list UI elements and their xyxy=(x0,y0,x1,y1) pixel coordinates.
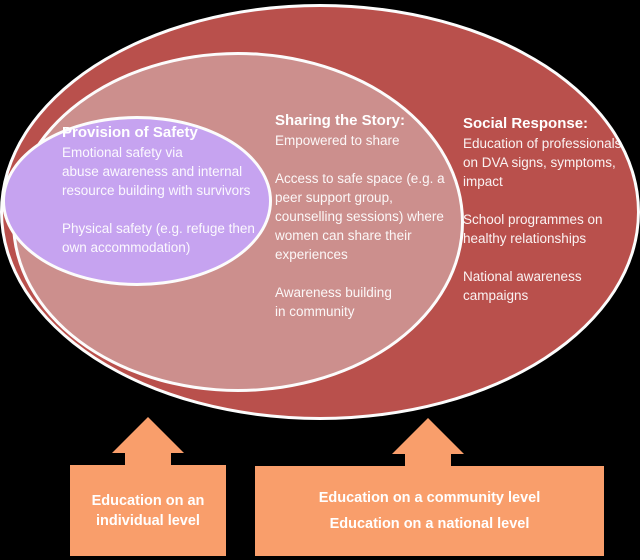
up-arrow-shaft xyxy=(125,451,171,466)
text-line: peer support group, xyxy=(275,190,393,205)
text-line: Awareness building xyxy=(275,285,392,300)
up-arrow-icon xyxy=(392,418,464,454)
provision-of-safety-title: Provision of Safety xyxy=(62,124,198,141)
education-community-national-level-box: Education on a community level Education… xyxy=(255,466,604,556)
text-line: counselling sessions) where xyxy=(275,209,444,224)
box-text-line: Education on a community level xyxy=(318,490,541,506)
text-line xyxy=(463,248,621,267)
text-line: abuse awareness and internal xyxy=(62,164,243,179)
text-line xyxy=(275,264,445,283)
sharing-the-story-text-block: Sharing the Story: Empowered to share Ac… xyxy=(275,110,445,321)
text-line: Empowered to share xyxy=(275,133,400,148)
box-text-line: Education on a national level xyxy=(329,516,530,532)
text-line: Access to safe space (e.g. a xyxy=(275,171,445,186)
box-text-line: individual level xyxy=(96,512,200,529)
up-arrow-icon xyxy=(112,417,184,453)
up-arrow-shaft xyxy=(405,452,451,467)
text-line: experiences xyxy=(275,247,348,262)
text-line: in community xyxy=(275,304,355,319)
text-line: Emotional safety via xyxy=(62,145,183,160)
text-line xyxy=(275,150,445,169)
text-line: Physical safety (e.g. refuge then xyxy=(62,221,255,236)
text-line xyxy=(463,191,621,210)
inner-ellipse-provision-of-safety xyxy=(2,116,272,286)
text-line: healthy relationships xyxy=(463,231,587,246)
text-line: School programmes on xyxy=(463,212,603,227)
box-text-line: Education on an xyxy=(91,492,205,509)
text-line: resource building with survivors xyxy=(62,183,251,198)
text-line: on DVA signs, symptoms, xyxy=(463,155,616,170)
text-line: impact xyxy=(463,174,503,189)
text-line: campaigns xyxy=(463,288,529,303)
social-response-text-block: Social Response: Education of profession… xyxy=(463,113,621,305)
text-line xyxy=(62,200,255,219)
text-line: National awareness xyxy=(463,269,582,284)
social-response-title: Social Response: xyxy=(463,115,589,132)
text-line: own accommodation) xyxy=(62,240,191,255)
text-line: Education of professionals xyxy=(463,136,622,151)
provision-of-safety-text-block: Provision of Safety Emotional safety via… xyxy=(62,122,255,257)
sharing-the-story-title: Sharing the Story: xyxy=(275,112,406,129)
text-line: women can share their xyxy=(275,228,412,243)
education-individual-level-box: Education on an individual level xyxy=(70,465,226,556)
